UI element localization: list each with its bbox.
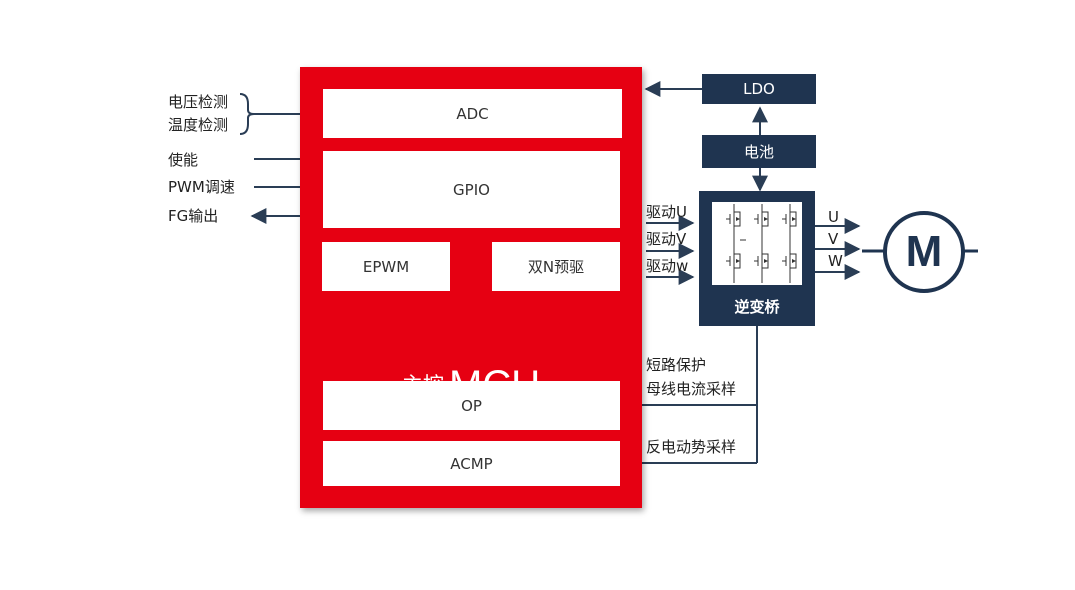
input-brace (239, 93, 255, 135)
drive-v-label: 驱动V (646, 230, 687, 248)
ldo-block: LDO (702, 74, 816, 104)
drive-u-label: 驱动U (646, 203, 687, 221)
predriver-block: 双N预驱 (492, 242, 620, 291)
inverter-label: 逆变桥 (734, 298, 780, 316)
enable-label: 使能 (168, 151, 199, 169)
mcu-block: ADC GPIO EPWM 双N预驱 主控 MCU CMS32M53xx OP … (300, 67, 642, 508)
gpio-block: GPIO (323, 151, 620, 228)
phase-v-label: V (828, 230, 839, 248)
inverter-bridge-block: 逆变桥 (699, 191, 815, 326)
temperature-detect-label: 温度检测 (168, 116, 229, 134)
motor-label: M (905, 227, 943, 276)
pwm-speed-label: PWM调速 (168, 178, 235, 196)
battery-block: 电池 (702, 135, 816, 168)
bemf-label: 反电动势采样 (646, 438, 737, 456)
voltage-detect-label: 电压检测 (168, 93, 229, 111)
phase-w-label: W (828, 252, 843, 270)
acmp-block: ACMP (323, 441, 620, 486)
op-block: OP (323, 381, 620, 430)
motor-symbol (862, 211, 978, 293)
short-protect-label: 短路保护 (646, 356, 707, 374)
bus-current-label: 母线电流采样 (646, 380, 737, 398)
epwm-block: EPWM (322, 242, 450, 291)
inverter-switch-icon (712, 202, 802, 285)
inverter-schematic-icon (726, 204, 797, 283)
phase-u-label: U (828, 208, 839, 226)
fg-output-label: FG输出 (168, 207, 219, 225)
drive-w-label: 驱动w (646, 257, 689, 275)
adc-block: ADC (323, 89, 622, 138)
